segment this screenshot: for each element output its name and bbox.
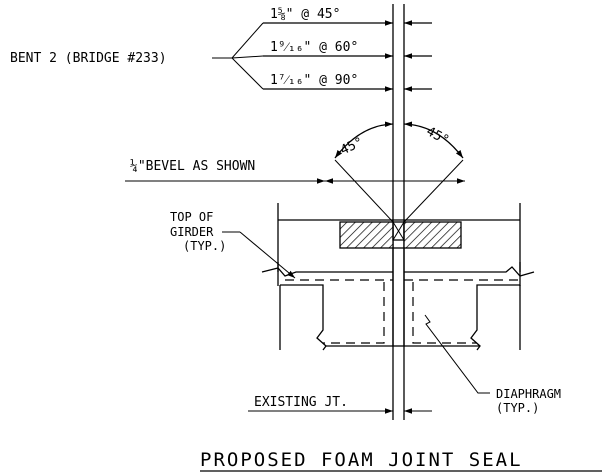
gap-dim-45: 1⅝" @ 45° xyxy=(270,7,340,22)
top-girder-label-2: GIRDER xyxy=(170,225,214,239)
diaphragm-left-dash xyxy=(323,282,385,344)
angle-arc-left xyxy=(334,121,394,159)
angle-label-right: 45° xyxy=(424,124,452,148)
angle-arc-right xyxy=(403,121,464,159)
bevel-projection-left xyxy=(334,159,394,223)
top-girder-label-1: TOP OF xyxy=(170,210,213,224)
bevel-projection-right xyxy=(403,159,464,223)
bevel-label: ¼"BEVEL AS SHOWN xyxy=(130,159,255,174)
bent-leader-lines xyxy=(212,22,264,90)
foam-seal xyxy=(392,221,405,241)
drawing-title: PROPOSED FOAM JOINT SEAL xyxy=(200,449,523,471)
header-left xyxy=(339,221,394,249)
top-girder-leader xyxy=(239,231,296,279)
diaphragm-right-dash xyxy=(412,282,477,344)
joint-stem xyxy=(392,247,405,347)
slab-bottom-line-right xyxy=(404,266,535,277)
diaphragm-label-2: (TYP.) xyxy=(496,401,539,415)
angle-label-left: 45° xyxy=(338,135,366,159)
girder-right xyxy=(470,284,520,351)
diaphragm-leader xyxy=(424,314,490,394)
diaphragm-label-1: DIAPHRAGM xyxy=(496,387,561,401)
girder-left xyxy=(280,284,327,351)
foam-seal-x2 xyxy=(392,221,405,241)
existing-joint-label: EXISTING JT. xyxy=(254,395,348,410)
header-right xyxy=(403,221,462,249)
slab-bottom-line xyxy=(261,267,393,277)
gap-dim-90: 1⁷⁄₁₆" @ 90° xyxy=(270,73,358,88)
bent-label: BENT 2 (BRIDGE #233) xyxy=(10,51,167,66)
gap-dimension-rows xyxy=(263,20,432,92)
gap-dim-60: 1⁹⁄₁₆" @ 60° xyxy=(270,40,358,55)
top-girder-label-3: (TYP.) xyxy=(183,239,226,253)
